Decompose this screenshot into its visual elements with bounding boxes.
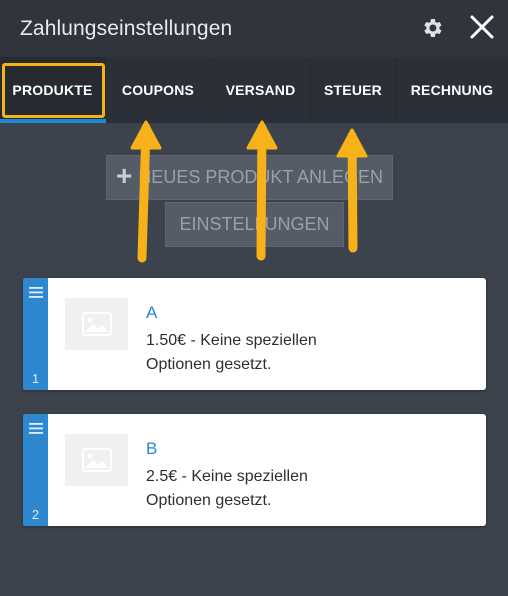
product-name[interactable]: B	[146, 439, 158, 458]
dialog-title: Zahlungseinstellungen	[20, 17, 233, 40]
product-name[interactable]: A	[146, 303, 158, 322]
tab-bar: PRODUKTE COUPONS VERSAND STEUER RECHNUNG	[0, 57, 508, 123]
new-product-label: NEUES PRODUKT ANLEGEN	[138, 167, 384, 187]
image-icon	[82, 448, 112, 472]
product-index: 1	[31, 371, 40, 386]
settings-button[interactable]: EINSTELLUNGEN	[165, 202, 344, 247]
product-description: 2.5€ - Keine speziellen Optionen gesetzt…	[146, 468, 308, 509]
tab-highlight-box	[2, 63, 105, 118]
active-tab-indicator	[0, 119, 106, 123]
product-card[interactable]: 1 A 1.50€ - Keine speziellen Optionen ge…	[23, 278, 486, 390]
gear-icon[interactable]	[420, 16, 444, 40]
product-card[interactable]: 2 B 2.5€ - Keine speziellen Optionen ges…	[23, 414, 486, 526]
drag-handle[interactable]: 2	[23, 414, 48, 526]
tab-coupons[interactable]: COUPONS	[106, 57, 211, 123]
menu-lines-icon	[29, 423, 43, 434]
tab-versand[interactable]: VERSAND	[211, 57, 311, 123]
new-product-button[interactable]: + NEUES PRODUKT ANLEGEN	[106, 155, 393, 200]
close-icon[interactable]	[469, 14, 495, 40]
tab-produkte[interactable]: PRODUKTE	[0, 57, 106, 123]
product-image-placeholder	[65, 298, 128, 350]
product-description: 1.50€ - Keine speziellen Optionen gesetz…	[146, 332, 317, 373]
dialog-header: Zahlungseinstellungen	[0, 0, 508, 57]
plus-icon: +	[115, 160, 133, 191]
drag-handle[interactable]: 1	[23, 278, 48, 390]
image-icon	[82, 312, 112, 336]
tab-rechnung[interactable]: RECHNUNG	[410, 82, 494, 98]
product-image-placeholder	[65, 434, 128, 486]
menu-lines-icon	[29, 287, 43, 298]
tab-steuer[interactable]: STEUER	[311, 57, 396, 123]
product-index: 2	[31, 507, 40, 522]
